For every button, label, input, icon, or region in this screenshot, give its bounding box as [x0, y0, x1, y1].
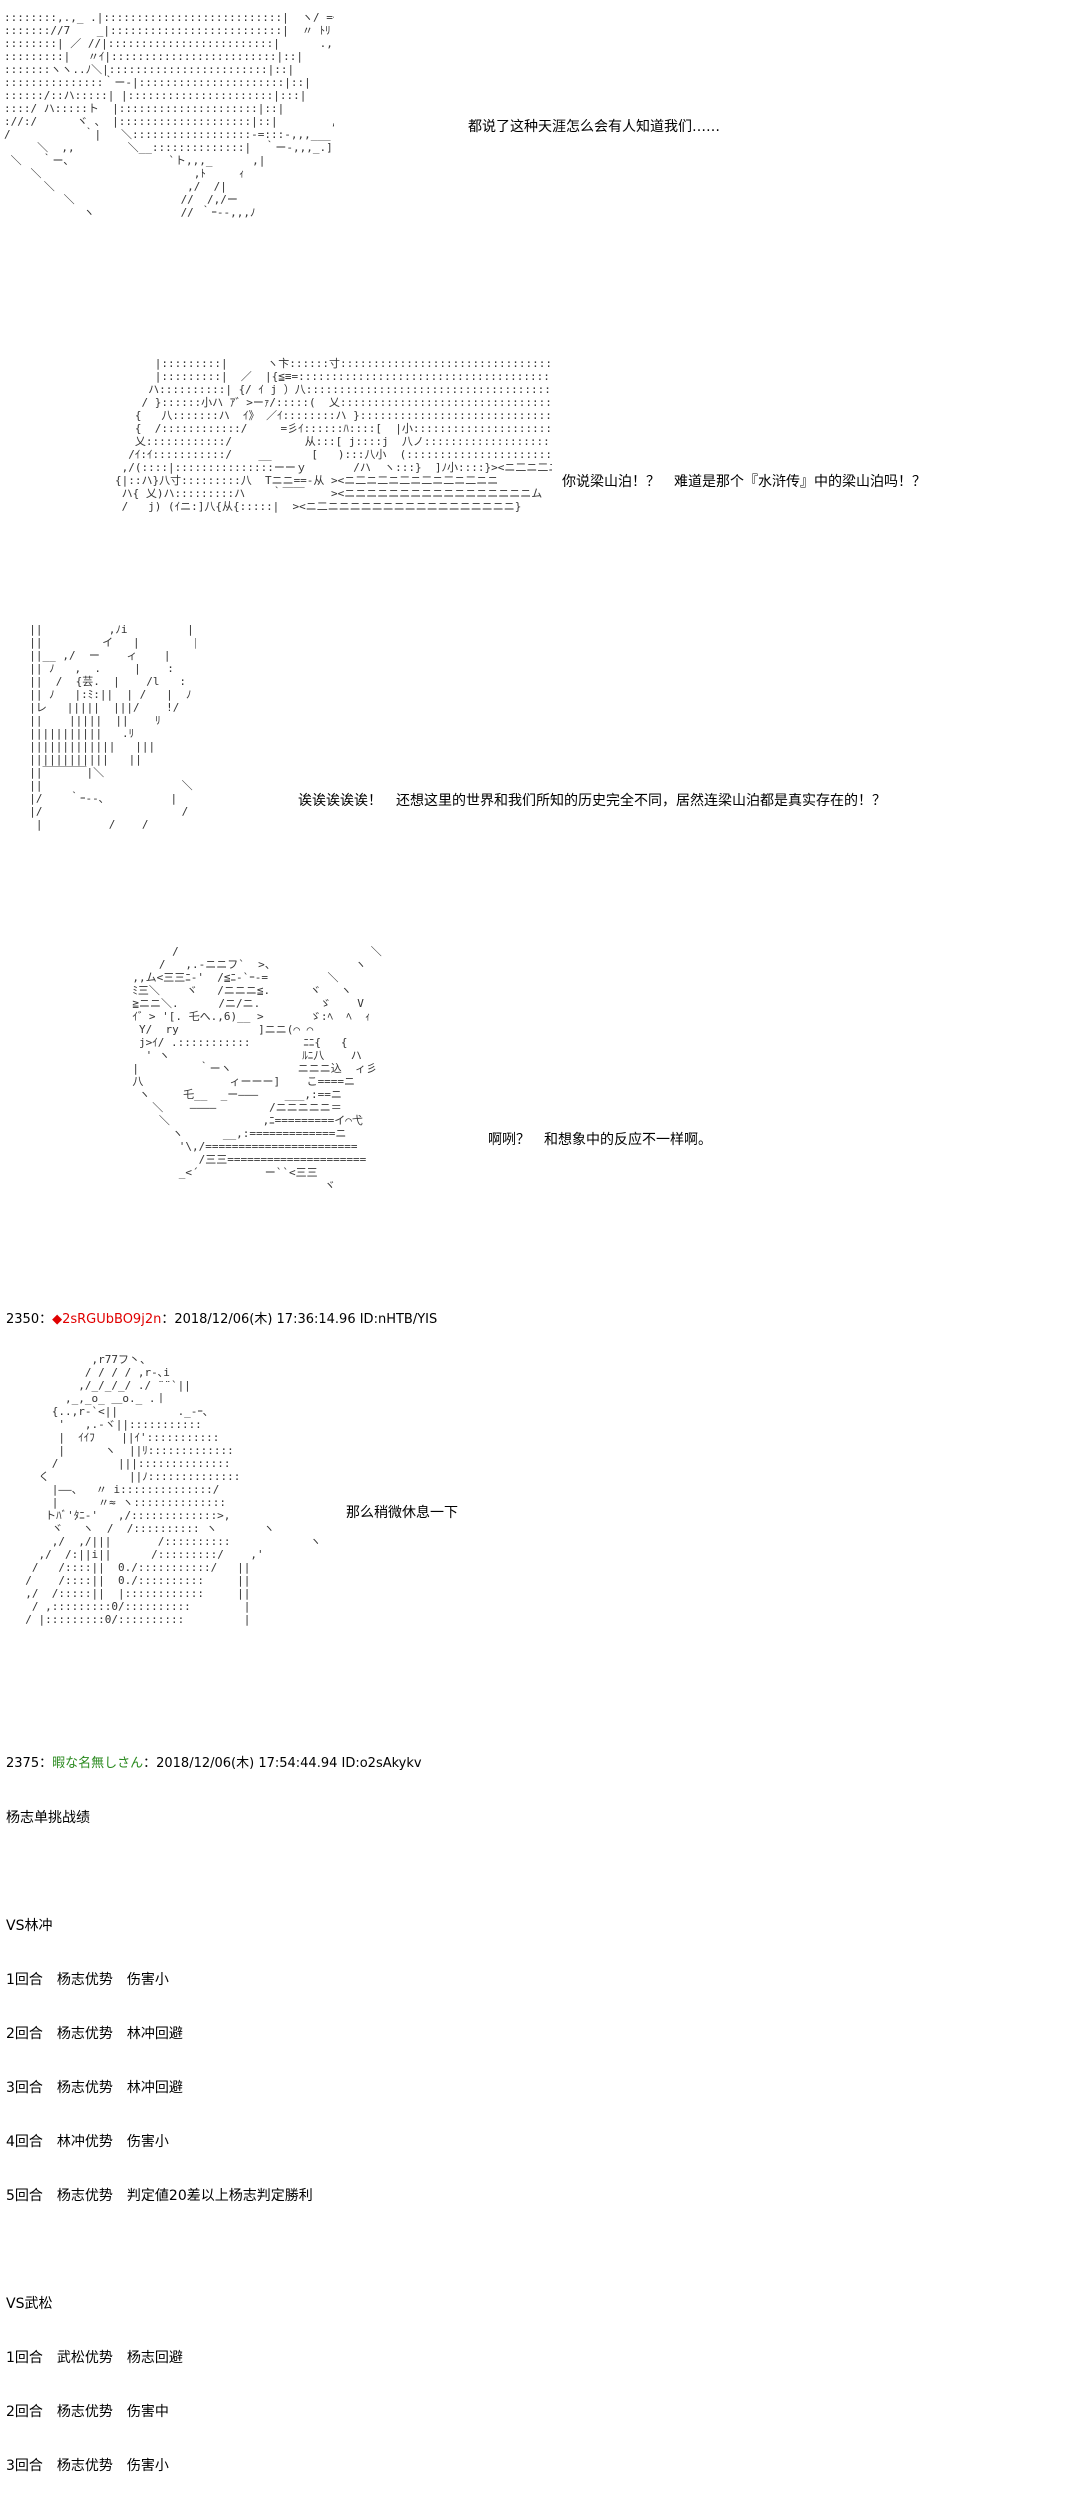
poster-name[interactable]: 暇な名無しさん — [52, 1756, 144, 1771]
trip-code[interactable]: 2sRGUbBO9j2n — [62, 1312, 162, 1327]
post-datetime-id: ：2018/12/06(木) 17:54:44.94 ID:o2sAkykv — [143, 1756, 422, 1771]
round-row: 5回合 杨志优势 判定値20差以上杨志判定勝利 — [6, 2188, 313, 2204]
ascii-art-character-3: || ,ﾉi | || イ | | ||__ ,/ ー ィ | || ﾉ , .… — [29, 623, 196, 831]
dialogue-4: 啊咧？ 和想象中的反应不一样啊。 — [488, 1132, 712, 1148]
round-row: 3回合 杨志优势 伤害小 — [6, 2458, 169, 2474]
post-datetime-id: ：2018/12/06(木) 17:36:14.96 ID:nHTB/YIS — [161, 1312, 438, 1327]
dialogue-5: 那么稍微休息一下 — [346, 1505, 458, 1521]
round-row: 1回合 杨志优势 伤害小 — [6, 1972, 169, 1988]
vs-wu-song-title: VS武松 — [6, 2296, 53, 2312]
ascii-art-character-1: ::::::::,.,_ .|:::::::::::::::::::::::::… — [4, 11, 334, 219]
round-row: 3回合 杨志优势 林冲回避 — [6, 2080, 183, 2096]
ascii-art-character-2: |:::::::::| ヽ卞::::::寸:::::::::::::::::::… — [114, 357, 552, 513]
ascii-art-character-5: ,r77フ丶、 / / / / ,r‐､i ,/_/_/_/ ./ ¨¨`|| … — [25, 1353, 322, 1626]
post-header-2350: 2350：◆2sRGUbBO9j2n：2018/12/06(木) 17:36:1… — [6, 1312, 437, 1328]
trip-diamond-icon: ◆ — [52, 1312, 63, 1327]
dialogue-1: 都说了这种天涯怎么会有人知道我们…… — [468, 119, 720, 135]
post-number: 2350： — [6, 1312, 53, 1327]
round-row: 2回合 杨志优势 林冲回避 — [6, 2026, 183, 2042]
dialogue-3: 诶诶诶诶诶！ 还想这里的世界和我们所知的历史完全不同，居然连梁山泊都是真实存在的… — [298, 793, 886, 809]
dialogue-2: 你说梁山泊！？ 难道是那个『水浒传』中的梁山泊吗！？ — [562, 474, 926, 490]
post-number: 2375： — [6, 1756, 53, 1771]
ascii-art-character-4: / ＼ / ,.-ニニフ` >、 ヽ ,,ム<三三ﾆ-' /≦ﾆ-`ｰ-= ＼ … — [132, 945, 382, 1192]
round-row: 4回合 林冲优势 伤害小 — [6, 2134, 169, 2150]
vs-lin-chong-title: VS林冲 — [6, 1918, 53, 1934]
round-row: 2回合 杨志优势 伤害中 — [6, 2404, 169, 2420]
stats-title: 杨志单挑战绩 — [6, 1810, 90, 1826]
post-body-2375: 杨志单挑战绩 VS林冲 1回合 杨志优势 伤害小 2回合 杨志优势 林冲回避 3… — [6, 1773, 313, 2493]
round-row: 1回合 武松优势 杨志回避 — [6, 2350, 183, 2366]
post-header-2375: 2375：暇な名無しさん：2018/12/06(木) 17:54:44.94 I… — [6, 1756, 422, 1772]
